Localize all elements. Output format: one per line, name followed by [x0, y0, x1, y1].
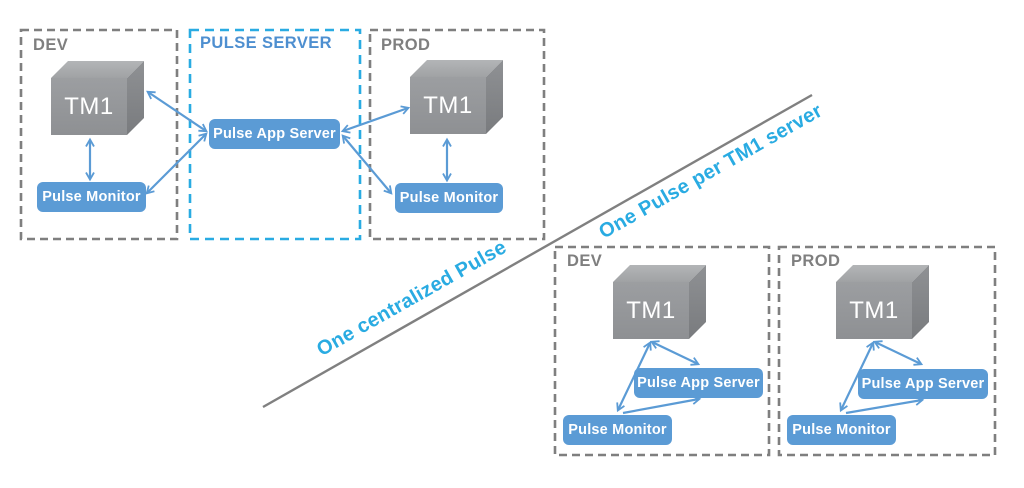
arrow-monitor-appserver-dev-bottom: [622, 395, 702, 415]
zone-label-pulse-server: PULSE SERVER: [200, 34, 332, 52]
zone-label-prod-bottom: PROD: [791, 252, 841, 270]
node-pulse-monitor-dev-bottom: Pulse Monitor: [563, 415, 672, 445]
zone-label-prod-top: PROD: [381, 36, 431, 54]
tm1-cube-dev-bottom: [613, 265, 706, 339]
zone-box-prod-top: [368, 28, 546, 241]
zone-label-dev-bottom: DEV: [567, 252, 603, 270]
tm1-cube-prod-top: [410, 60, 503, 134]
node-pulse-app-server-central: Pulse App Server: [209, 119, 340, 149]
node-pulse-monitor-prod-bottom: Pulse Monitor: [787, 415, 896, 445]
arrow-appserver-tm1-prod: [340, 105, 411, 134]
arrow-appserver-tm1-dev: [146, 90, 208, 133]
arrow-appserver-monitor-prod: [341, 134, 393, 195]
tm1-cube-dev-top: [51, 61, 144, 135]
tm1-cube-prod-bottom: [836, 265, 929, 339]
node-pulse-monitor-dev-top: Pulse Monitor: [37, 182, 146, 212]
divider-line: [262, 93, 813, 409]
arrow-tm1-appserver-dev-bottom: [649, 340, 701, 366]
arrow-monitor-appserver-prod-bottom: [845, 396, 925, 415]
node-pulse-monitor-prod-top: Pulse Monitor: [395, 183, 503, 213]
zone-box-prod-bottom: [777, 245, 997, 457]
tm1-label-dev-top: TM1: [64, 92, 114, 120]
arrow-appserver-monitor-dev: [145, 132, 208, 195]
tm1-label-dev-bottom: TM1: [626, 296, 676, 324]
node-pulse-app-server-dev-bottom: Pulse App Server: [634, 368, 763, 398]
arrow-tm1-monitor-prod-bottom: [839, 340, 875, 413]
tm1-label-prod-bottom: TM1: [849, 296, 899, 324]
zone-label-dev-top: DEV: [33, 36, 69, 54]
arrow-tm1-appserver-prod-bottom: [872, 340, 924, 366]
node-pulse-app-server-prod-bottom: Pulse App Server: [858, 369, 988, 399]
zone-box-dev-bottom: [553, 245, 771, 457]
tm1-label-prod-top: TM1: [423, 91, 473, 119]
